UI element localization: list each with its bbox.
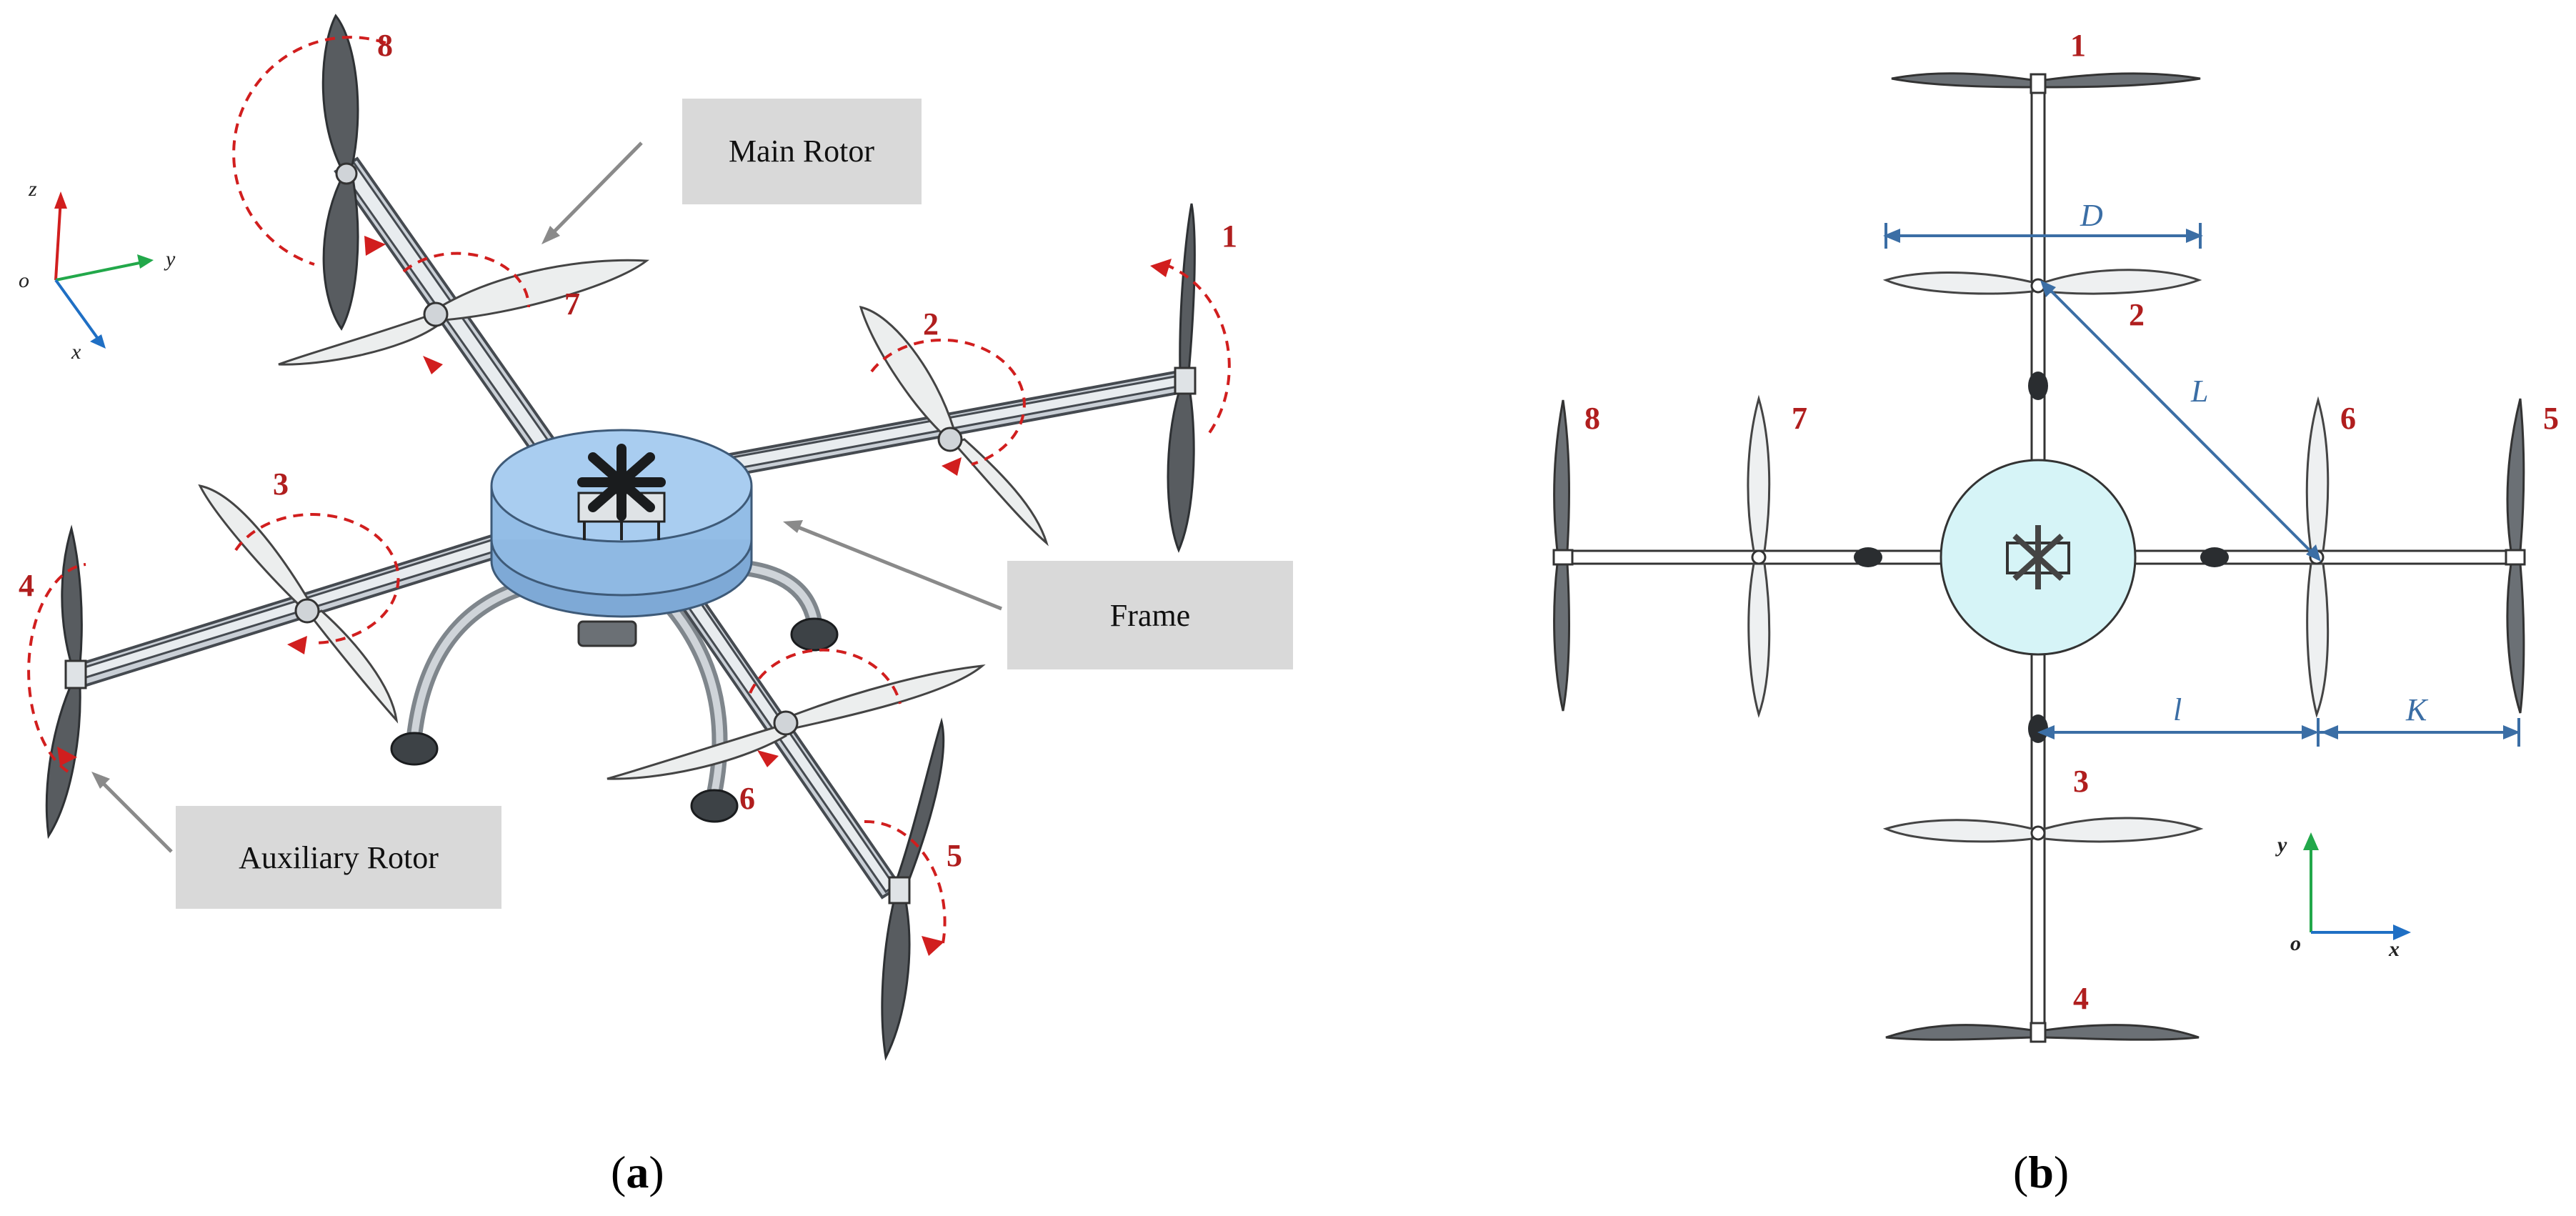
rotor-label-7: 7 — [564, 286, 580, 322]
rotor-2 — [859, 305, 1049, 547]
rotor-b-label-8: 8 — [1584, 401, 1600, 436]
callout-box-frame — [1007, 561, 1293, 669]
y-axis-b-arrowhead — [2303, 832, 2319, 850]
origin-b-label: o — [2290, 932, 2301, 955]
panel-a: z o y x — [19, 14, 1293, 1197]
y-axis-label: y — [164, 247, 176, 271]
rotor-label-2: 2 — [923, 307, 939, 342]
z-axis — [54, 198, 62, 281]
rotor-b-5 — [2505, 398, 2526, 714]
dimension-D: D — [1883, 198, 2203, 249]
rotation-indicator-6 — [749, 648, 902, 704]
rotation-indicator-4 — [27, 563, 86, 773]
rotor-b-8 — [1552, 399, 1574, 712]
rotation-indicator-8 — [232, 36, 386, 266]
dimension-label-L: L — [2190, 374, 2208, 409]
dimension-K: K — [2318, 692, 2520, 747]
callout-box-main-rotor — [682, 99, 922, 204]
origin-label: o — [19, 269, 29, 292]
y-axis-arrowhead — [137, 254, 154, 269]
rotor-b-label-4: 4 — [2073, 981, 2089, 1016]
frame-gimbal — [577, 444, 666, 540]
rotor-1 — [1150, 203, 1231, 553]
dimension-label-K: K — [2405, 692, 2429, 727]
frame-gimbal-b — [2006, 525, 2070, 589]
rotor-label-1: 1 — [1222, 219, 1237, 254]
rotor-b-label-2: 2 — [2129, 297, 2145, 332]
rotor-label-5: 5 — [947, 838, 962, 873]
rotor-label-4: 4 — [19, 568, 34, 603]
caption-a: (a) — [611, 1147, 664, 1197]
rotor-b-1 — [1891, 72, 2201, 94]
rotor-b-label-3: 3 — [2073, 764, 2089, 799]
caption-b-open: ( — [2013, 1147, 2028, 1197]
caption-a-close: ) — [649, 1147, 664, 1197]
rotor-b-6 — [2305, 396, 2330, 718]
rotor-3 — [198, 484, 400, 724]
rotor-5 — [864, 717, 947, 1061]
rotor-b-label-5: 5 — [2543, 401, 2559, 436]
callout-label-auxiliary-rotor: Auxiliary Rotor — [239, 840, 439, 875]
rotor-b-label-7: 7 — [1792, 401, 1807, 436]
z-axis-arrowhead — [54, 191, 67, 209]
rotor-label-8: 8 — [377, 28, 393, 63]
callout-label-main-rotor: Main Rotor — [729, 134, 874, 169]
callout-main-rotor: Main Rotor — [541, 99, 922, 244]
rotor-6 — [606, 648, 986, 780]
caption-b: (b) — [2013, 1147, 2069, 1197]
dimension-L: L — [2040, 280, 2321, 562]
frame-3d — [490, 429, 753, 618]
rotor-labels-a: 1 2 3 4 5 6 7 8 — [19, 28, 1237, 873]
rotor-b-4 — [1885, 1022, 2200, 1043]
rotation-indicator-2 — [870, 338, 1026, 466]
callout-label-frame: Frame — [1110, 598, 1190, 633]
rotor-b-7 — [1747, 394, 1771, 718]
rotation-indicator-1 — [1164, 263, 1231, 437]
rotor-labels-b: 1 2 3 4 5 6 7 8 — [1584, 28, 2559, 1016]
dimension-label-l: l — [2173, 692, 2182, 727]
rotor-b-label-6: 6 — [2340, 401, 2356, 436]
axes-2d: y o x — [2275, 832, 2411, 961]
callout-frame: Frame — [783, 520, 1293, 669]
dimension-l: l — [2037, 692, 2320, 747]
callout-auxiliary-rotor: Auxiliary Rotor — [91, 772, 501, 909]
rotor-7 — [278, 251, 650, 374]
rotation-indicator-7 — [402, 251, 531, 308]
rotor-b-3 — [1882, 817, 2204, 843]
y-axis — [55, 260, 147, 281]
z-axis-label: z — [28, 177, 37, 201]
rotor-b-2 — [1882, 269, 2202, 295]
x-axis-arrowhead — [90, 334, 106, 349]
caption-a-letter: a — [626, 1147, 649, 1197]
y-axis-b-label: y — [2275, 833, 2287, 857]
x-axis-label: x — [71, 340, 81, 364]
rotor-8 — [232, 14, 386, 331]
landing-gear — [390, 559, 839, 823]
rotor-label-6: 6 — [739, 781, 755, 816]
panel-b: D L l K 1 2 3 4 5 6 — [1552, 28, 2559, 1197]
callout-box-auxiliary-rotor — [176, 806, 501, 909]
rotor-label-3: 3 — [273, 467, 289, 502]
x-axis-b-label: x — [2388, 937, 2400, 961]
x-axis-b-arrowhead — [2393, 925, 2411, 940]
rotor-4 — [27, 524, 87, 839]
dimension-label-D: D — [2080, 198, 2103, 233]
caption-a-open: ( — [611, 1147, 626, 1197]
x-axis — [54, 279, 101, 343]
axes-3d: z o y x — [19, 177, 176, 364]
caption-b-close: ) — [2054, 1147, 2069, 1197]
rotor-b-label-1: 1 — [2070, 28, 2086, 63]
caption-b-letter: b — [2028, 1147, 2054, 1197]
rotation-indicator-5 — [864, 819, 947, 944]
